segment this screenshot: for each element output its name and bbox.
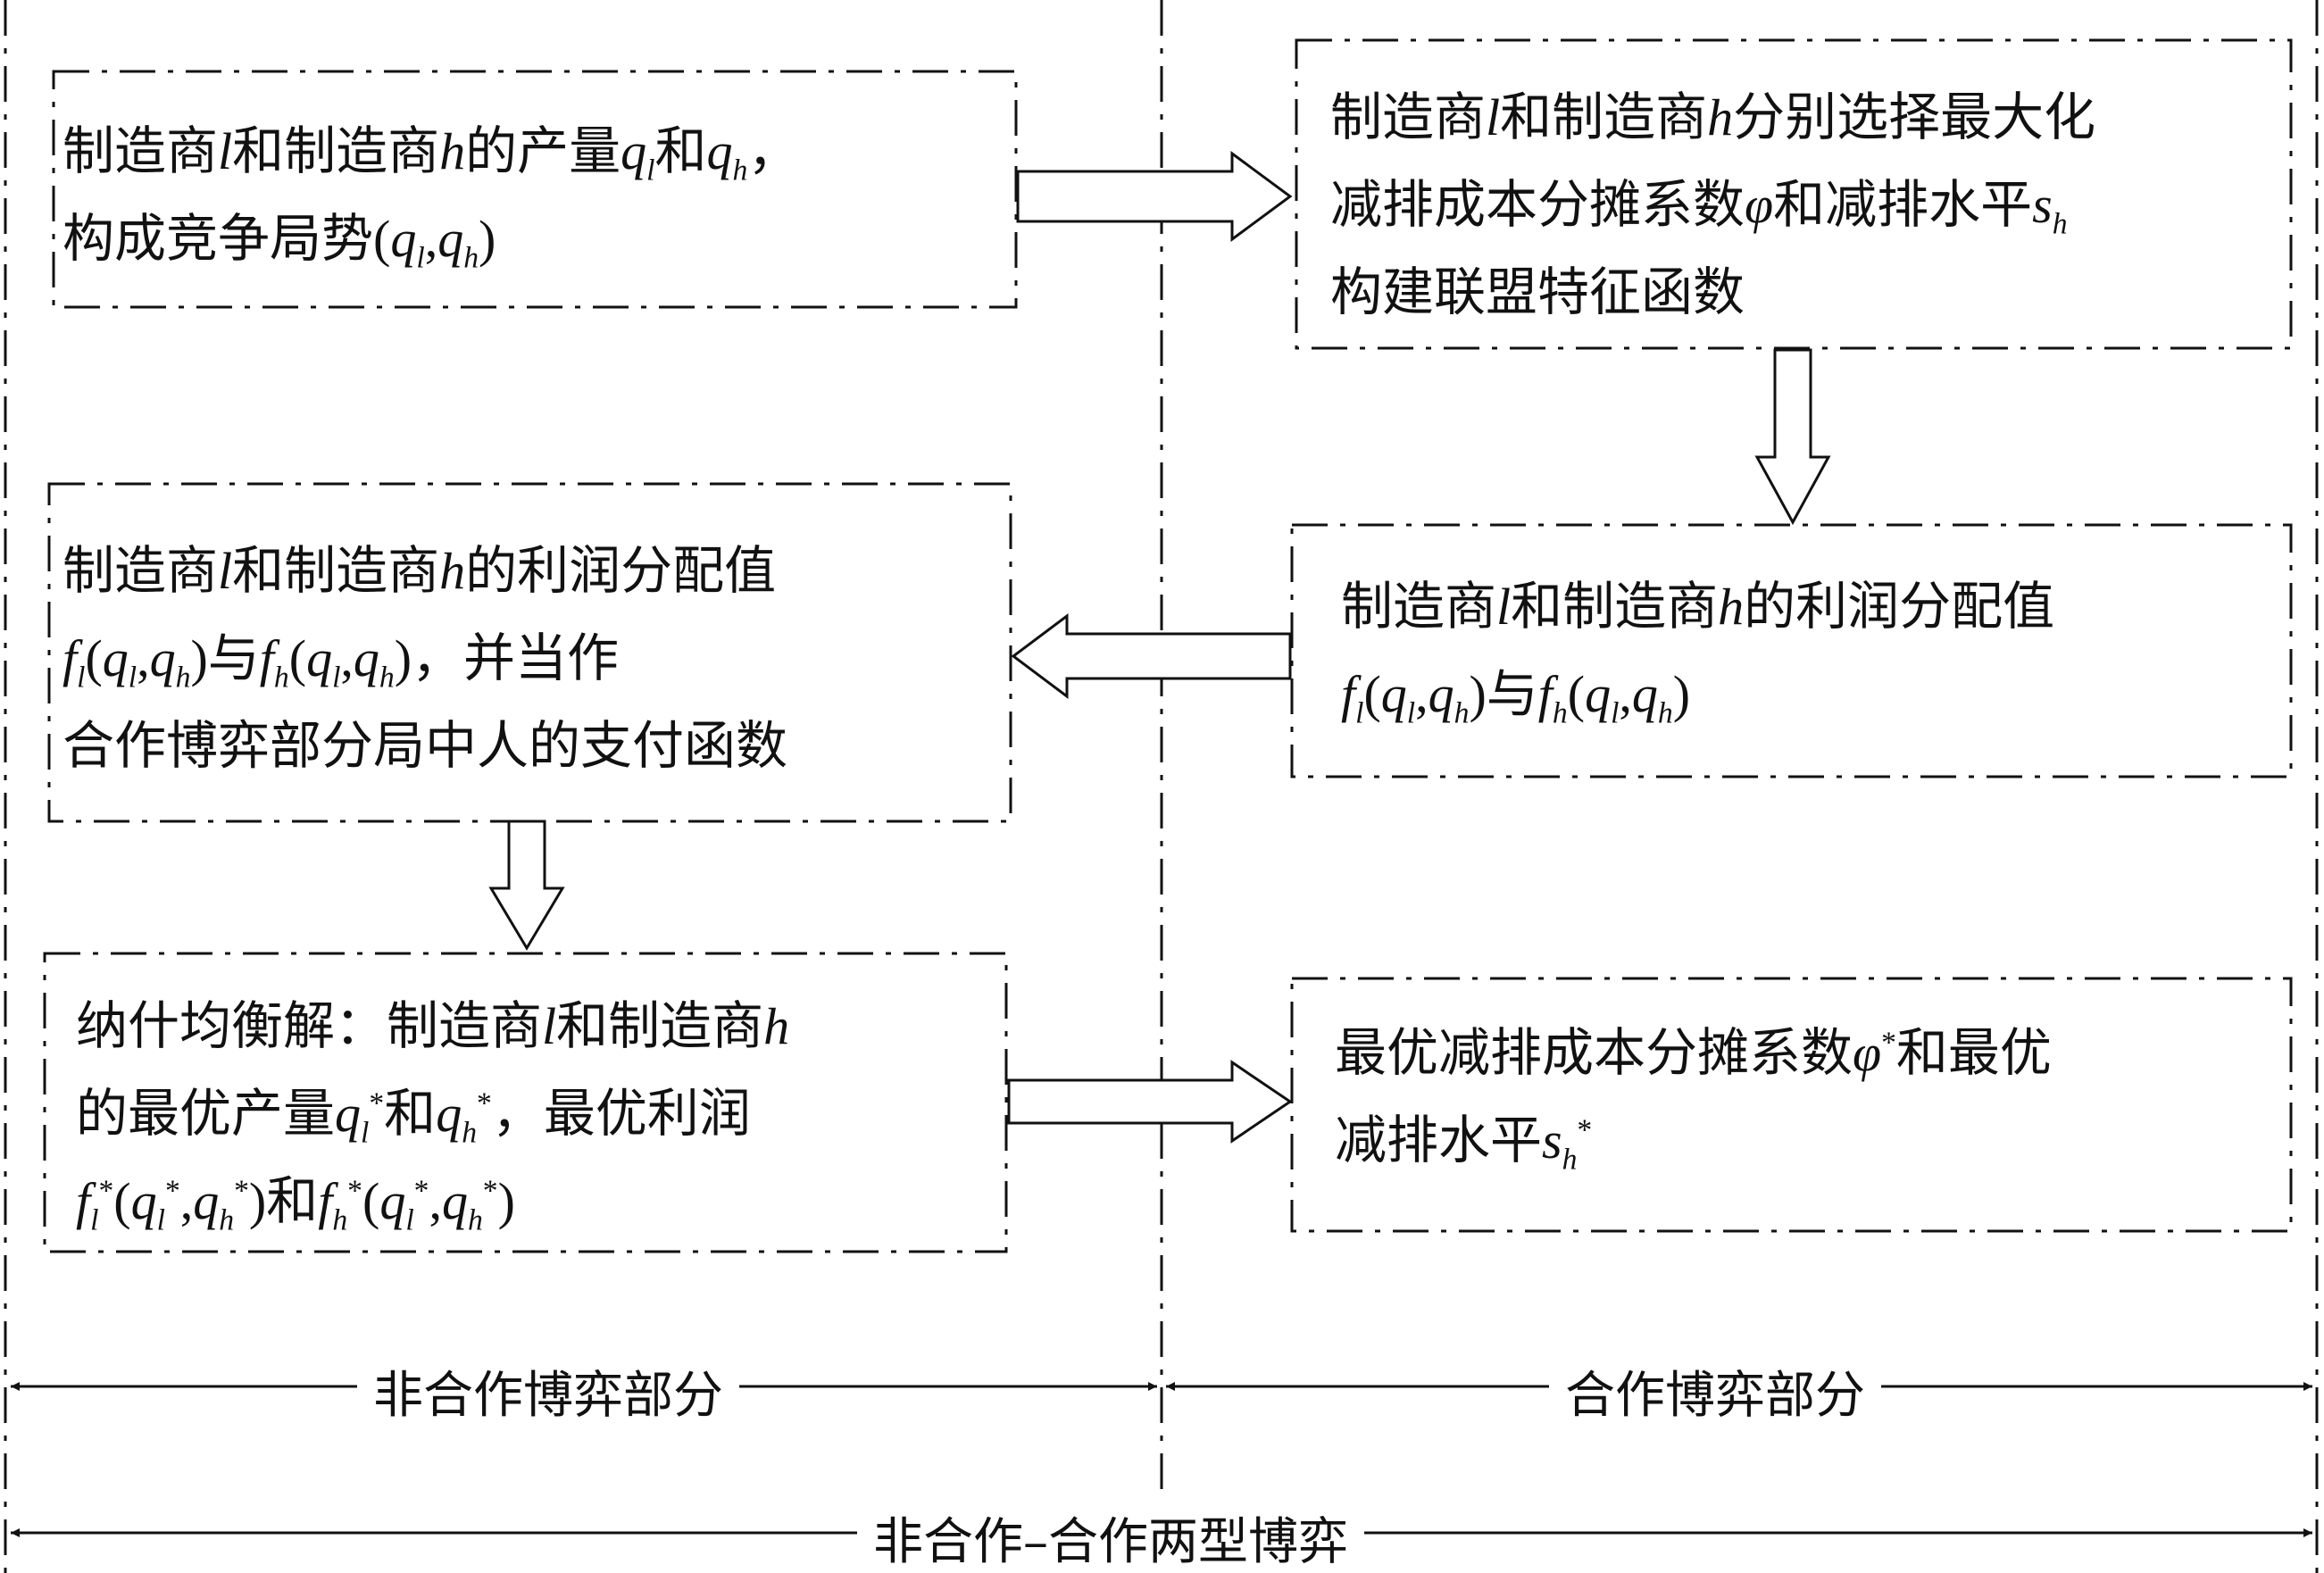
text-nash-equilibrium: 纳什均衡解：制造商l和制造商h 的最优产量ql*和qh*，最优利润 fl*(ql… [76,982,789,1244]
box-nash-equilibrium [43,952,1008,1253]
line-2: 减排水平sh* [1335,1110,1593,1177]
text-optimal-coefficient: 最优减排成本分摊系数φ*和最优 减排水平sh* [1335,1009,2052,1184]
line-3: 合作博弈部分局中人的支付函数 [62,715,788,776]
box-profit-allocation [1290,523,2293,778]
box-production-quantities [52,70,1018,309]
line-2: 减排成本分摊系数φ和减排水平sh [1330,174,2068,241]
label-noncooperative-part: 非合作博弈部分 [357,1355,739,1427]
line-2: fl(ql,qh)与fh(ql,qh) [1341,663,1691,730]
line-1: 制造商l和制造商h的利润分配值 [62,540,777,601]
box-profit-allocation-payoff [47,482,1012,823]
arrow-box3-to-box5 [488,820,565,951]
var-q-h: qh [706,122,748,187]
text-coalition-function: 制造商l和制造商h分别选择最大化 减排成本分摊系数φ和减排水平sh 构建联盟特征… [1330,73,2095,336]
arrow-box5-to-box6 [1007,1060,1293,1144]
arrow-box1-to-box2 [1016,151,1293,242]
box-optimal-coefficient [1290,977,2293,1233]
label-two-type-game: 非合作–合作两型博弈 [857,1502,1364,1573]
line-3: fl*(ql*,qh*)和fh*(ql*,qh*) [76,1170,515,1237]
text-production-quantities: 制造商l和制造商h的产量ql和qh， 构成竞争局势(ql,qh) [62,107,799,282]
line-2: fl(ql,qh)与fh(ql,qh)，并当作 [62,628,620,695]
text-profit-allocation-payoff: 制造商l和制造商h的利润分配值 fl(ql,qh)与fh(ql,qh)，并当作 … [62,527,787,789]
line-2: 构成竞争局势(ql,qh) [62,208,496,275]
label-cooperative-part: 合作博弈部分 [1549,1355,1881,1427]
line-1: 纳什均衡解：制造商l和制造商h [76,995,790,1056]
arrow-box2-to-box4 [1754,348,1831,526]
line-1: 最优减排成本分摊系数φ*和最优 [1335,1022,2052,1083]
line-3: 构建联盟特征函数 [1330,262,1745,322]
line-1: 制造商l和制造商h的产量ql和qh， [62,121,800,187]
line-1: 制造商l和制造商h分别选择最大化 [1330,87,2096,147]
text-profit-allocation: 制造商l和制造商h的利润分配值 fl(ql,qh)与fh(ql,qh) [1341,562,2054,737]
var-q-l: ql [621,122,655,187]
line-2: 的最优产量ql*和qh*，最优利润 [76,1083,751,1150]
box-coalition-function [1295,38,2293,350]
line-1: 制造商l和制造商h的利润分配值 [1341,576,2055,637]
arrow-box4-to-box3 [1011,613,1292,699]
